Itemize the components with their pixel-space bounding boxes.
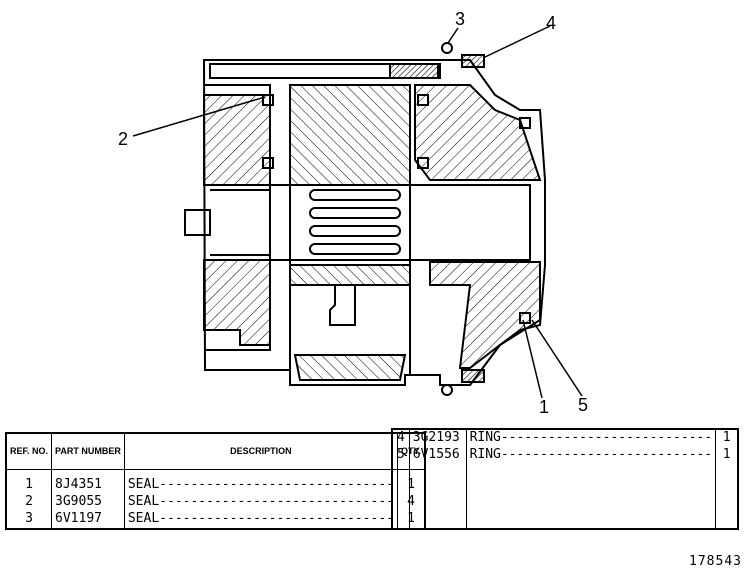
table-row <box>6 469 425 477</box>
parts-table-right: 4 3G2193 RING---------------------------… <box>391 428 739 530</box>
table-row <box>392 463 738 529</box>
qty: 1 <box>722 446 731 462</box>
ref-no: 1 <box>6 477 53 494</box>
ref-no-header: REF. NO. <box>6 433 53 470</box>
part-number: 6V1556 <box>409 446 467 463</box>
description: SEAL------------------------------ <box>124 510 398 529</box>
description-header: DESCRIPTION <box>124 433 398 470</box>
parts-table-left: REF. NO. PART NUMBER DESCRIPTION QTY. 1 … <box>5 432 426 530</box>
table-row: 3 6V1197 SEAL---------------------------… <box>6 510 425 529</box>
ref-no: 2 <box>6 493 53 511</box>
callout-2: 2 <box>118 129 129 149</box>
description: RING--------------------------- <box>466 446 717 463</box>
part-number-header: PART NUMBER <box>51 433 125 470</box>
description: SEAL------------------------------ <box>124 493 398 511</box>
description: RING--------------------------- <box>466 429 717 447</box>
callout-5: 5 <box>578 395 589 415</box>
callout-3: 3 <box>455 9 466 29</box>
part-number: 3G9055 <box>51 493 125 511</box>
callout-4: 4 <box>546 13 557 33</box>
ref-no: 3 <box>6 510 53 529</box>
ref-no: 5 <box>392 446 410 463</box>
table-row: 4 3G2193 RING---------------------------… <box>392 429 738 447</box>
part-number: 6V1197 <box>51 510 125 529</box>
table-row: 2 3G9055 SEAL---------------------------… <box>6 493 425 511</box>
ref-no: 4 <box>392 429 410 447</box>
figure-number: 178543 <box>689 554 742 569</box>
qty: 1 <box>722 430 731 445</box>
callout-1: 1 <box>539 397 550 417</box>
table-row: 5 6V1556 RING---------------------------… <box>392 446 738 463</box>
part-number: 3G2193 <box>409 429 467 447</box>
description: SEAL------------------------------ <box>124 477 398 494</box>
part-number: 8J4351 <box>51 477 125 494</box>
table-row: 1 8J4351 SEAL---------------------------… <box>6 477 425 494</box>
table-header-row: REF. NO. PART NUMBER DESCRIPTION QTY. <box>6 433 425 470</box>
